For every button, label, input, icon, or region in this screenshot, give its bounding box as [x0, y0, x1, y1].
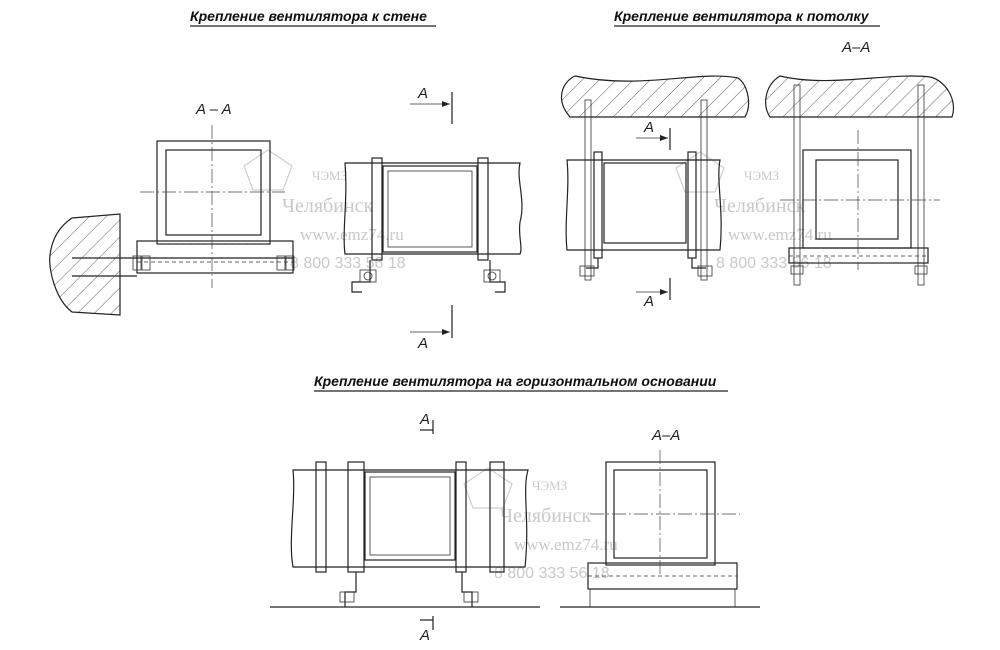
svg-text:8 800 333 56 18: 8 800 333 56 18 — [290, 255, 406, 272]
svg-text:A: A — [417, 335, 428, 352]
svg-text:A–A: A–A — [651, 427, 680, 444]
watermark-3: ЧЭМЗ Челябинск www.emz74.ru 8 800 333 56… — [463, 467, 618, 582]
svg-text:8 800 333 56 18: 8 800 333 56 18 — [494, 565, 610, 582]
title-ceiling: Крепление вентилятора к потолку — [614, 8, 880, 27]
svg-text:Крепление вентилятора к стене: Крепление вентилятора к стене — [190, 8, 427, 24]
ceiling-side-view: A A — [560, 75, 750, 310]
wall-side-view: A A — [343, 85, 523, 352]
wall-section-view: A – A — [49, 101, 295, 316]
watermark-1: ЧЭМЗ Челябинск www.emz74.ru 8 800 333 56… — [243, 149, 406, 272]
svg-text:Крепление вентилятора на гориз: Крепление вентилятора на горизонтальном … — [314, 373, 717, 389]
svg-text:www.emz74.ru: www.emz74.ru — [514, 535, 618, 554]
svg-text:ЧЭМЗ: ЧЭМЗ — [744, 168, 779, 183]
svg-text:www.emz74.ru: www.emz74.ru — [728, 225, 832, 244]
title-base: Крепление вентилятора на горизонтальном … — [314, 373, 728, 392]
svg-text:A: A — [419, 627, 430, 644]
base-side-view: A A — [270, 411, 540, 644]
svg-text:Челябинск: Челябинск — [500, 505, 592, 527]
svg-text:ЧЭМЗ: ЧЭМЗ — [312, 168, 347, 183]
svg-text:Челябинск: Челябинск — [714, 195, 806, 217]
svg-text:A: A — [643, 119, 654, 136]
title-wall: Крепление вентилятора к стене — [190, 8, 436, 27]
svg-text:A–A: A–A — [841, 39, 870, 56]
svg-text:Челябинск: Челябинск — [282, 195, 374, 217]
svg-text:A: A — [417, 85, 428, 102]
svg-text:A: A — [643, 293, 654, 310]
svg-text:A – A: A – A — [195, 101, 232, 118]
svg-text:ЧЭМЗ: ЧЭМЗ — [532, 478, 567, 493]
svg-text:www.emz74.ru: www.emz74.ru — [300, 225, 404, 244]
svg-text:Крепление вентилятора к потолк: Крепление вентилятора к потолку — [614, 8, 870, 24]
watermark-2: ЧЭМЗ Челябинск www.emz74.ru 8 800 333 56… — [675, 151, 832, 272]
svg-text:A: A — [419, 411, 430, 428]
ceiling-section-view: A–A — [765, 39, 954, 286]
base-section-view: A–A — [560, 427, 760, 608]
